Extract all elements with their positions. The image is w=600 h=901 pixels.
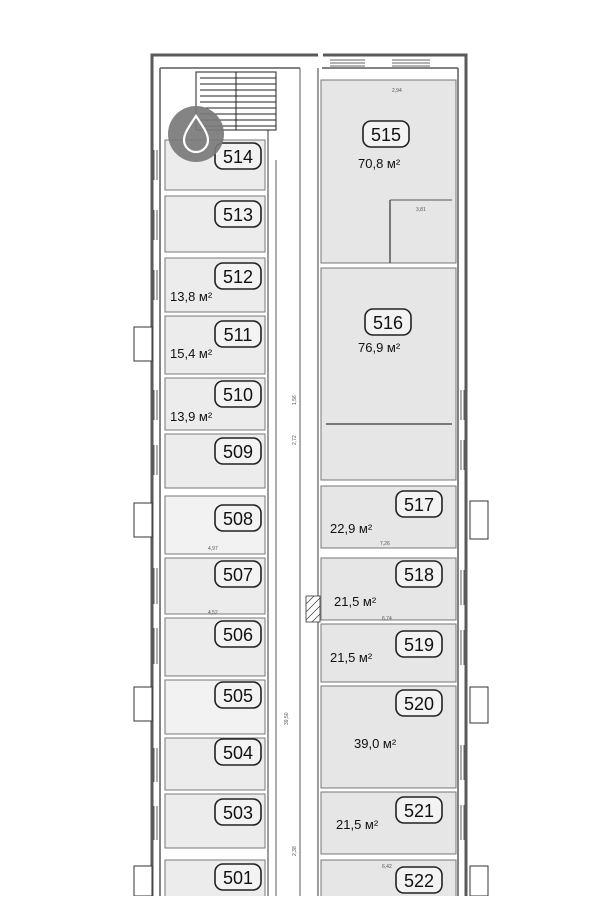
- room-number-frame: [362, 120, 410, 148]
- wall-bays: [133, 326, 489, 897]
- room-number-frame: [395, 560, 443, 588]
- room-number-badge: 507: [214, 560, 262, 588]
- dim-label: 4,52: [208, 610, 218, 616]
- room-number-badge: 521: [395, 796, 443, 824]
- room-number-badge: 509: [214, 437, 262, 465]
- water-drop-icon[interactable]: [168, 106, 224, 162]
- room-area: 21,5 м²: [334, 594, 377, 609]
- room-number-frame: [395, 630, 443, 658]
- room-number-frame: [395, 490, 443, 518]
- dim-label: 2,72: [292, 435, 298, 445]
- room-number: 522: [404, 871, 434, 891]
- room-number-frame: [214, 620, 262, 648]
- rooms-right: [305, 79, 457, 901]
- room-number: 513: [223, 205, 253, 225]
- dim-label: 7,26: [380, 541, 390, 547]
- hatched-niche: [305, 595, 321, 623]
- room-area: 15,4 м²: [170, 346, 213, 361]
- room-number-badge: 517: [395, 490, 443, 518]
- dim-label: 4,97: [208, 546, 218, 552]
- room-area: 39,0 м²: [354, 736, 397, 751]
- room-area: 76,9 м²: [358, 340, 401, 355]
- dimension-labels: 2,94 3,81 7,26 6,74 6,42 2,72 1,56 2,38 …: [208, 88, 426, 870]
- room-area: 21,5 м²: [330, 650, 373, 665]
- room-area: 21,5 м²: [336, 817, 379, 832]
- dim-label: 1,56: [292, 395, 298, 405]
- room-number-badge: 515: [362, 120, 410, 148]
- room-number: 521: [404, 801, 434, 821]
- room-number-badge: 504: [214, 738, 262, 766]
- room-number-badge: 512: [214, 262, 262, 290]
- room-number: 501: [223, 868, 253, 888]
- room-number-badge: 503: [214, 798, 262, 826]
- room-number-frame: [214, 380, 262, 408]
- room-number: 510: [223, 385, 253, 405]
- room-number-badge: 519: [395, 630, 443, 658]
- room-number-frame: [364, 308, 412, 336]
- room-number-frame: [214, 560, 262, 588]
- room-number: 503: [223, 803, 253, 823]
- room-number: 505: [223, 686, 253, 706]
- room-area: 22,9 м²: [330, 521, 373, 536]
- wall-window-marks: [153, 150, 465, 840]
- room-number: 518: [404, 565, 434, 585]
- room-number-badge: 518: [395, 560, 443, 588]
- room-number: 508: [223, 509, 253, 529]
- room-number-frame: [214, 437, 262, 465]
- room-number: 506: [223, 625, 253, 645]
- room-number-frame: [395, 689, 443, 717]
- room-number: 520: [404, 694, 434, 714]
- room-number-frame: [214, 863, 262, 891]
- room-number-badge: 505: [214, 681, 262, 709]
- top-windows: [330, 59, 430, 67]
- room-number: 507: [223, 565, 253, 585]
- room-number: 516: [373, 313, 403, 333]
- dim-label: 2,38: [292, 846, 298, 856]
- room-516[interactable]: [320, 267, 457, 481]
- room-areas: 70,8 м² 76,9 м² 13,8 м² 15,4 м² 13,9 м² 22,9 …: [170, 156, 401, 832]
- room-number: 512: [223, 267, 253, 287]
- room-515[interactable]: [320, 79, 457, 264]
- room-number-badge: 508: [214, 504, 262, 532]
- room-number: 504: [223, 743, 253, 763]
- room-area: 13,8 м²: [170, 289, 213, 304]
- room-number-frame: [395, 866, 443, 894]
- room-number-badge: 511: [214, 320, 262, 348]
- room-area: 70,8 м²: [358, 156, 401, 171]
- room-number-frame: [214, 320, 262, 348]
- room-badges: 515 516 514 513 512 511 510 509 508 507 506 505 504 5…: [214, 120, 443, 894]
- outer-walls: [150, 53, 468, 896]
- room-number-frame: [214, 262, 262, 290]
- dim-label: 6,74: [382, 616, 392, 622]
- room-number-frame: [214, 200, 262, 228]
- room-number-badge: 501: [214, 863, 262, 891]
- room-number-badge: 522: [395, 866, 443, 894]
- room-number-badge: 510: [214, 380, 262, 408]
- room-number-frame: [214, 142, 262, 170]
- room-number-badge: 520: [395, 689, 443, 717]
- room-number: 509: [223, 442, 253, 462]
- room-number: 519: [404, 635, 434, 655]
- room-area: 13,9 м²: [170, 409, 213, 424]
- room-number: 515: [371, 125, 401, 145]
- room-number-badge: 514: [214, 142, 262, 170]
- dim-label: 3,81: [416, 207, 426, 213]
- dim-label: 6,42: [382, 864, 392, 870]
- room-number-frame: [214, 738, 262, 766]
- room-number: 511: [224, 325, 253, 345]
- room-number: 514: [223, 147, 253, 167]
- dim-label: 2,94: [392, 88, 402, 94]
- room-number-frame: [395, 796, 443, 824]
- room-number-frame: [214, 798, 262, 826]
- room-number-frame: [214, 504, 262, 532]
- dim-label: 39,50: [284, 712, 290, 725]
- room-number: 517: [404, 495, 434, 515]
- room-number-badge: 516: [364, 308, 412, 336]
- room-number-frame: [214, 681, 262, 709]
- room-number-badge: 506: [214, 620, 262, 648]
- room-number-badge: 513: [214, 200, 262, 228]
